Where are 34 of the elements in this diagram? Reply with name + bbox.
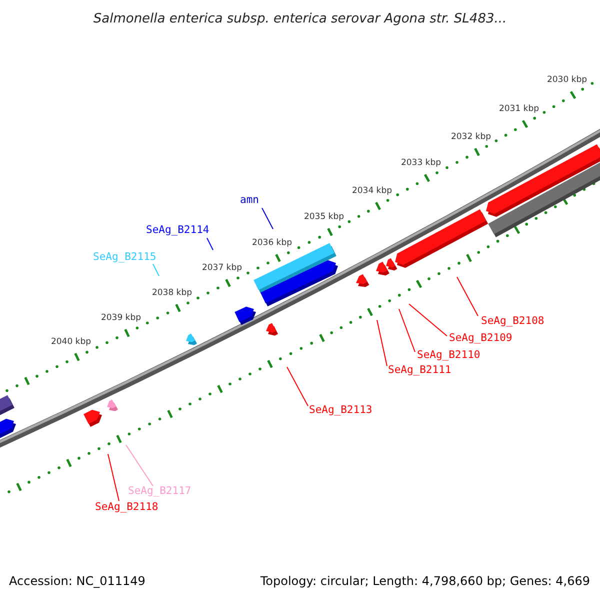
leader-line <box>126 444 154 486</box>
footer-text: Accession: NC_011149 <box>9 575 146 587</box>
leader-line <box>152 264 160 276</box>
scale-label: 2030 kbp <box>546 76 588 84</box>
leader-line <box>286 366 308 406</box>
title: Salmonella enterica subsp. enterica serovar Agona str. SL483... <box>93 12 507 26</box>
gene-label: SeAg_B2109 <box>449 333 512 344</box>
leader-line <box>408 304 448 336</box>
leader-line <box>108 454 120 502</box>
scale-label: 2032 kbp <box>450 132 492 142</box>
gene-label: SeAg_B2108 <box>481 316 544 326</box>
leader-line <box>398 308 416 352</box>
gene-label: SeAg_B2117 <box>128 486 192 496</box>
footer-text: Topology: circular; Length: 4,798,660 bp; Genes: 4,669 <box>260 575 590 587</box>
gene-label: SeAg_B2110 <box>417 350 480 360</box>
gene-label: SeAg_B2111 <box>388 365 452 376</box>
scale-label: 2040 kbp <box>50 338 92 346</box>
gene-label: SeAg_B2118 <box>95 502 158 512</box>
scale-label: 2039 kbp <box>100 314 142 322</box>
scale-label: 2031 kbp <box>498 104 540 114</box>
scale-label: 2035 kbp <box>304 212 344 222</box>
scale-label: 2036 kbp <box>252 238 292 248</box>
scale-label: 2034 kbp <box>352 186 392 196</box>
gene-label: SeAg_B2115 <box>93 252 156 262</box>
scale-label: 2033 kbp <box>400 158 442 168</box>
leader-line <box>456 276 478 316</box>
leader-line <box>376 320 388 366</box>
scale-label: 2037 kbp <box>202 264 242 272</box>
leader-line <box>262 208 274 230</box>
gene-label: SeAg_B2114 <box>146 225 210 236</box>
leader-line <box>206 238 214 250</box>
scale-label: 2038 kbp <box>152 288 192 298</box>
gene-label: amn <box>240 195 259 206</box>
gene-label: SeAg_B2113 <box>309 405 372 416</box>
